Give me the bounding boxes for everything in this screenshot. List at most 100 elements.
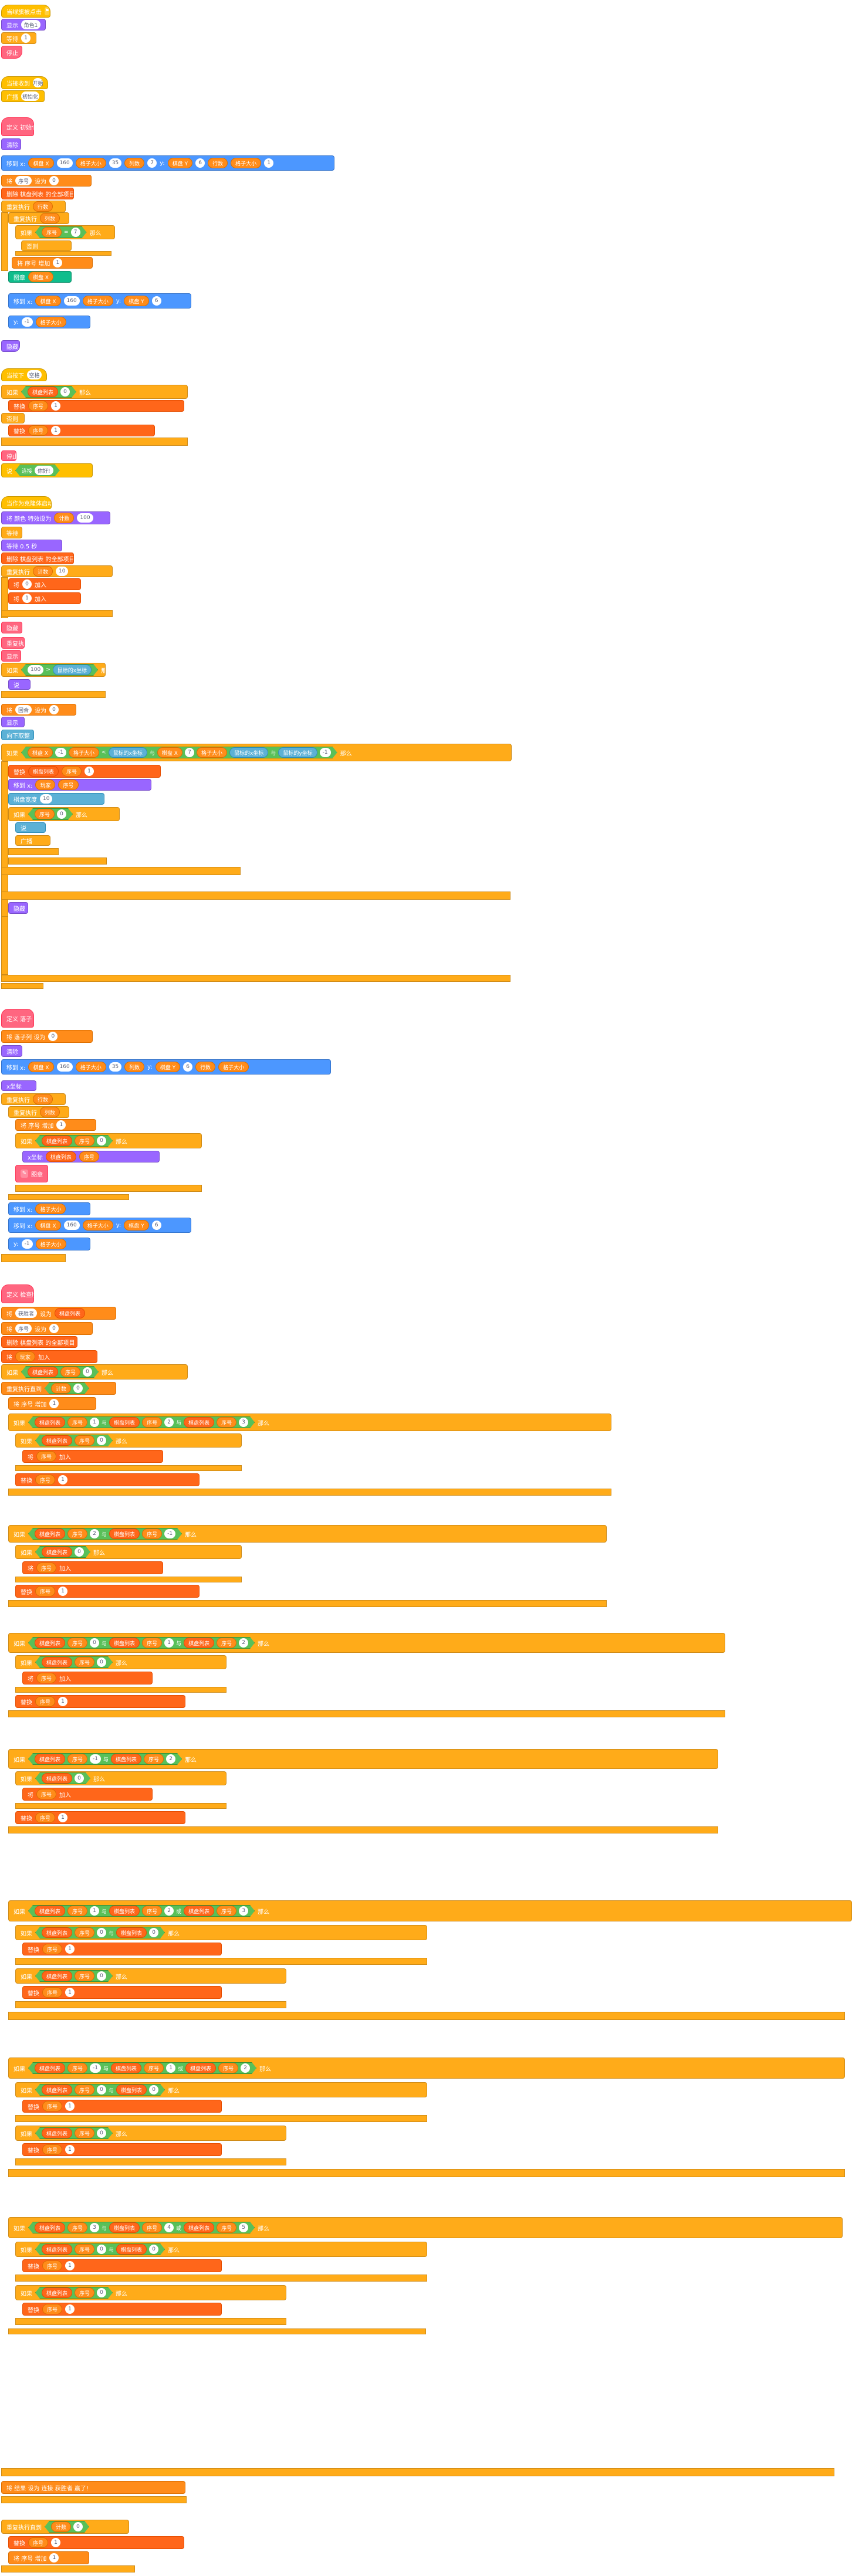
num-arg[interactable]: 6 [151, 1221, 161, 1230]
if-win-row-7[interactable]: 如果 棋盘列表 序号 3 与 棋盘列表 序号 4 或 棋盘列表 序号 5 那么 [8, 2217, 843, 2238]
costume-block[interactable]: x坐标 棋盘列表 序号 [22, 1151, 160, 1162]
go-front-block[interactable]: 等待 0.5 秒 [1, 540, 62, 551]
num-arg[interactable]: 0 [83, 1367, 92, 1377]
change-y-block-2[interactable]: y: -1 格子大小 [8, 1238, 90, 1250]
when-key-hat[interactable]: 当按下 空格 [1, 368, 47, 381]
num-arg[interactable]: 0 [97, 2128, 106, 2138]
say-block-2[interactable]: 说 [8, 679, 31, 690]
cell-size-reporter[interactable]: 格子大小 [197, 747, 227, 758]
sprite-arg[interactable]: 角色1 [21, 20, 40, 29]
index-reporter[interactable]: 序号 [42, 2304, 63, 2314]
list-item-reporter[interactable]: 棋盘列表 [111, 1754, 141, 1764]
replace-row-3[interactable]: 替换 序号 1 [15, 1695, 185, 1708]
count-reporter[interactable]: 计数 [51, 1383, 71, 1394]
broadcast-wait[interactable]: 广播 [15, 835, 50, 846]
cell-size-reporter[interactable]: 格子大小 [231, 158, 262, 168]
count-reporter[interactable]: 计数 [54, 513, 75, 523]
num-arg[interactable]: 7 [147, 158, 157, 168]
repeat-block-2[interactable]: 重复执行 列数 [8, 212, 69, 224]
num-arg[interactable]: 2 [90, 1529, 99, 1538]
list-item-reporter[interactable]: 棋盘列表 [42, 2287, 72, 2298]
gt-op[interactable]: 计数 0 [45, 1382, 89, 1394]
equals-op[interactable]: 棋盘列表 序号 0 [35, 1435, 113, 1446]
index-reporter[interactable]: 序号 [28, 401, 49, 411]
if-win-sub-1[interactable]: 如果 棋盘列表 序号 0 那么 [15, 1433, 242, 1448]
define-block[interactable]: 显示 [1, 650, 21, 662]
num-arg[interactable]: -1 [90, 1754, 101, 1764]
index-reporter[interactable]: 序号 [67, 1638, 87, 1648]
broadcast-message[interactable]: 初始化 [21, 91, 39, 101]
cell-size-reporter[interactable]: 格子大小 [69, 747, 99, 758]
index-reporter[interactable]: 序号 [36, 1789, 57, 1799]
index-reporter[interactable]: 序号 [67, 1528, 87, 1539]
board-y-reporter[interactable]: 棋盘 Y [155, 1062, 181, 1072]
cols-reporter[interactable]: 列数 [40, 1107, 60, 1117]
index-reporter[interactable]: 序号 [75, 1657, 94, 1667]
num-arg[interactable]: 1 [51, 2538, 61, 2547]
num-arg[interactable]: 0 [97, 1658, 106, 1667]
win-condition[interactable]: 棋盘列表 序号 2 与 棋盘列表 序号 -1 [28, 1528, 182, 1540]
delete-item-block[interactable]: 替换 棋盘列表 序号 1 [8, 765, 161, 778]
goto-xy-block-2[interactable]: 移到 x: 棋盘 X 160 格子大小 y: 棋盘 Y 6 [8, 293, 191, 309]
num-arg[interactable]: 0 [97, 1971, 106, 1981]
set-costume-block[interactable]: 棋盘宽度 10 [8, 793, 104, 805]
index-reporter[interactable]: 序号 [35, 1475, 56, 1485]
board-x-reporter[interactable]: 棋盘 X [28, 272, 54, 282]
forever-block[interactable]: 重复执行 [1, 637, 25, 649]
if-win-sub-6[interactable]: 如果 棋盘列表 序号 0 与 棋盘列表 0 那么 [15, 2082, 427, 2097]
define-drop-hat[interactable]: 定义 落子 [1, 1009, 34, 1028]
num-arg[interactable]: 6 [183, 1062, 193, 1072]
index-reporter[interactable]: 序号 [75, 1136, 94, 1146]
replace-row-4[interactable]: 替换 序号 1 [15, 1811, 185, 1824]
num-arg[interactable]: 160 [56, 158, 73, 168]
broadcast-block[interactable]: 广播 初始化 [1, 90, 45, 102]
goto-xy-block-4[interactable]: 移到 x: 棋盘 X 160 格子大小 y: 棋盘 Y 6 [8, 1218, 191, 1233]
repeat-block-5[interactable]: 重复执行 列数 [8, 1106, 69, 1118]
cell-size-reporter[interactable]: 格子大小 [82, 296, 113, 306]
board-y-reporter[interactable]: 棋盘 Y [124, 296, 149, 306]
gt-op[interactable]: 100 > 鼠标的x坐标 [21, 664, 98, 676]
list-item-reporter[interactable]: 棋盘列表 [109, 1417, 140, 1428]
change-var-block[interactable]: 将 序号 增加 1 [15, 1119, 96, 1131]
repeat-block-1[interactable]: 重复执行 行数 [1, 201, 66, 212]
index-reporter[interactable]: 序号 [144, 1754, 164, 1764]
board-x-reporter[interactable]: 棋盘 X [28, 747, 53, 758]
index-reporter[interactable]: 序号 [36, 1451, 57, 1462]
index-reporter[interactable]: 序号 [42, 1987, 63, 1998]
wait-block-2[interactable]: 等待 [1, 527, 22, 538]
player-reporter[interactable]: 玩家 [15, 1351, 36, 1362]
num-arg[interactable]: 35 [109, 158, 122, 168]
list-item-reporter[interactable]: 棋盘列表 [109, 1528, 140, 1539]
if-win-row-2[interactable]: 如果 棋盘列表 序号 2 与 棋盘列表 序号 -1 那么 [8, 1525, 607, 1543]
num-arg[interactable]: 1 [49, 2553, 59, 2563]
set-index-block[interactable]: 将 序号 设为 0 [1, 175, 92, 187]
if-block-5[interactable]: 如果 棋盘列表 序号 0 那么 [1, 1364, 188, 1379]
cell-size-reporter[interactable]: 格子大小 [35, 317, 66, 327]
mouse-x-reporter[interactable]: 鼠标的x坐标 [229, 747, 268, 758]
stamp-block[interactable]: 图章 棋盘 X [8, 271, 72, 283]
list-item-reporter[interactable]: 棋盘列表 [35, 1638, 65, 1648]
if-win-row-4[interactable]: 如果 棋盘列表 序号 -1 与 棋盘列表 序号 2 那么 [8, 1749, 718, 1769]
equals-op[interactable]: 棋盘列表 0 [35, 1546, 90, 1558]
list-item-reporter[interactable]: 棋盘列表 [42, 1435, 72, 1446]
list-item-reporter[interactable]: 棋盘列表 [109, 1638, 140, 1648]
delete-all-block[interactable]: 删除 棋盘列表 的全部项目 [1, 188, 74, 199]
replace-row-2[interactable]: 替换 序号 1 [15, 1585, 200, 1598]
replace-row-6b[interactable]: 替换 序号 1 [22, 2143, 222, 2156]
num-arg[interactable]: 2 [239, 1638, 248, 1648]
if-win-row-6[interactable]: 如果 棋盘列表 序号 -1 与 棋盘列表 序号 1 或 棋盘列表 序号 2 那么 [8, 2058, 845, 2079]
change-index-block[interactable]: 将 序号 增加 1 [12, 257, 93, 269]
index-reporter[interactable]: 序号 [36, 1673, 57, 1683]
win-condition[interactable]: 棋盘列表 序号 3 与 棋盘列表 序号 4 或 棋盘列表 序号 5 [28, 2222, 255, 2233]
gt-op[interactable]: 计数 0 [45, 2521, 89, 2533]
num-arg[interactable]: 1 [65, 2102, 75, 2111]
if-block-1[interactable]: 如果 序号 = 7 那么 [15, 225, 115, 239]
cols-reporter[interactable]: 列数 [124, 158, 145, 168]
index-reporter[interactable]: 序号 [42, 1944, 63, 1954]
num-arg[interactable]: 0 [97, 2245, 106, 2254]
set-col-block[interactable]: 将 落子列 设为 0 [1, 1030, 93, 1043]
item-of-list-reporter[interactable]: 棋盘列表 [42, 1136, 72, 1146]
change-x-block[interactable]: 移到 x: 格子大小 [8, 1202, 90, 1215]
list-item-reporter[interactable]: 棋盘列表 [28, 766, 59, 777]
index-reporter[interactable]: 序号 [42, 227, 62, 238]
